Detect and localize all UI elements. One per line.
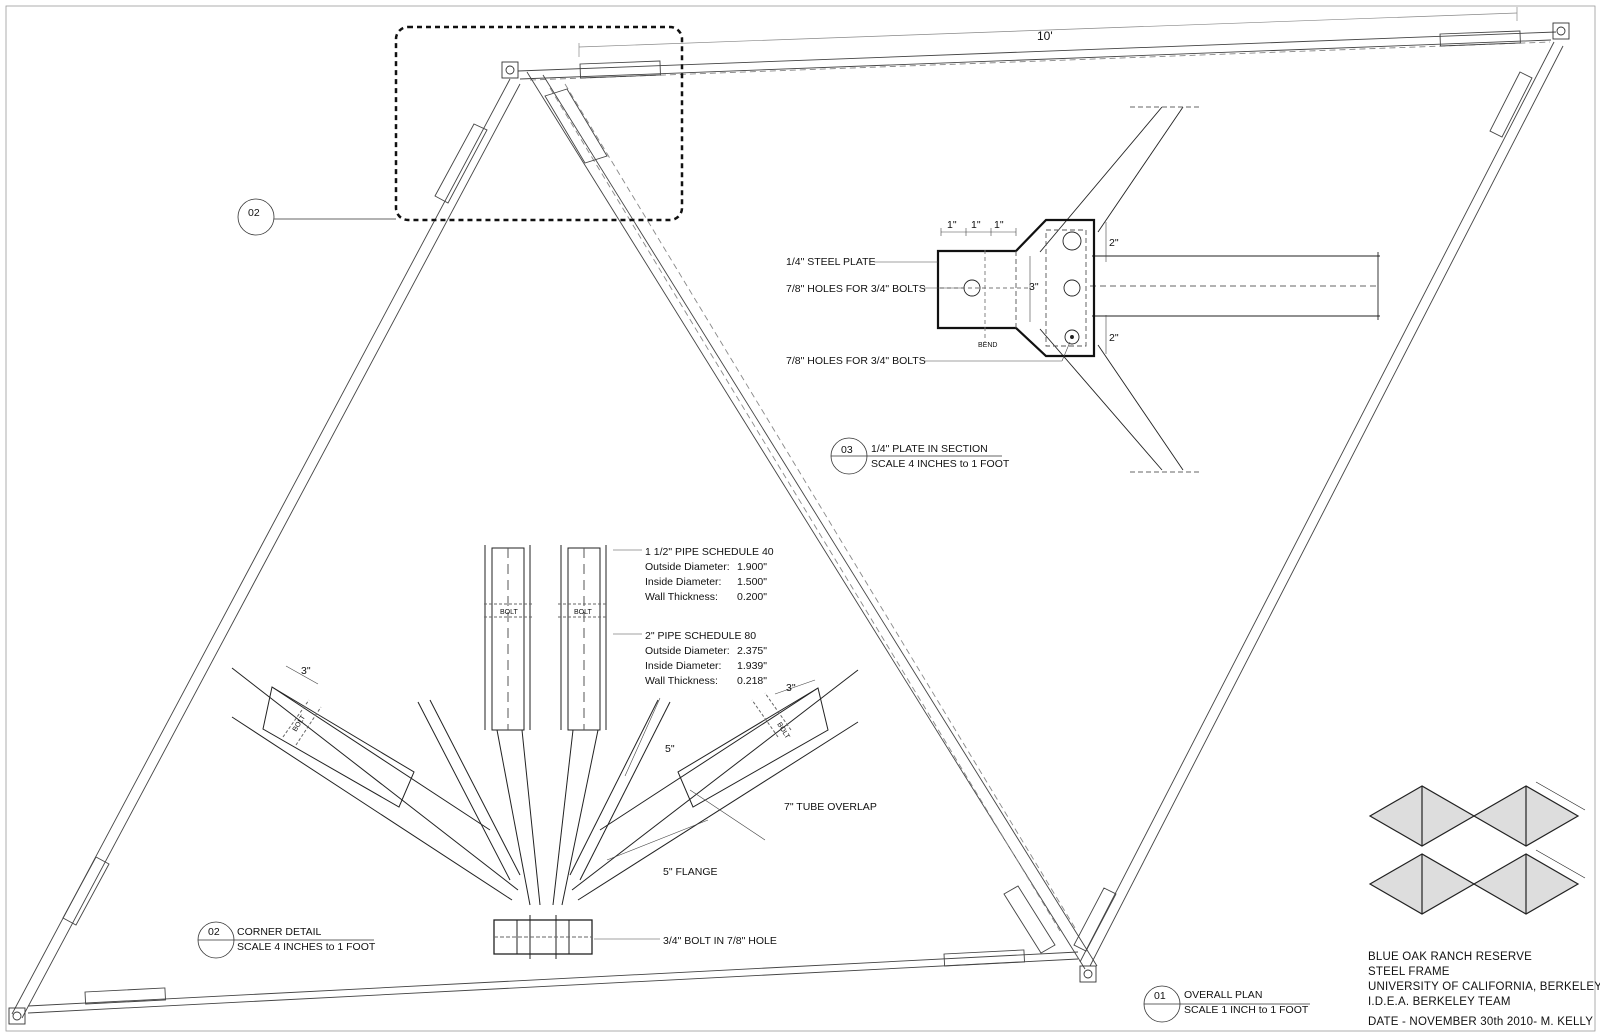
corner-detail: [231, 545, 859, 959]
pipe1-od-value: 1.900": [737, 561, 767, 573]
pipe1-id-label: Inside Diameter:: [645, 576, 721, 588]
corner-dim-right: 3": [786, 682, 796, 694]
flange-label: 5" FLANGE: [663, 866, 718, 878]
overall-dimension: [578, 7, 1518, 57]
title-block: BLUE OAK RANCH RESERVE STEEL FRAME UNIVE…: [1368, 951, 1600, 1028]
plate-dim-c: 1": [994, 219, 1004, 231]
bolt-note-label: 3/4" BOLT IN 7/8" HOLE: [663, 935, 777, 947]
pipe1-id-value: 1.500": [737, 576, 767, 588]
callout-03-title: 1/4" PLATE IN SECTION: [871, 443, 988, 455]
callout-01-title: OVERALL PLAN: [1184, 989, 1262, 1001]
plate-dim-height: 3": [1029, 281, 1039, 293]
title-line-1: BLUE OAK RANCH RESERVE: [1368, 951, 1532, 963]
plate-steel-label: 1/4" STEEL PLATE: [786, 256, 876, 268]
callout-02: 02 CORNER DETAIL SCALE 4 INCHES to 1 FOO…: [197, 921, 376, 959]
pipe2-od-value: 2.375": [737, 645, 767, 657]
pipe1-wt-label: Wall Thickness:: [645, 591, 718, 603]
callout-01-scale: SCALE 1 INCH to 1 FOOT: [1184, 1004, 1309, 1016]
pipe1-wt-value: 0.200": [737, 591, 767, 603]
plate-dim-bottom: 2": [1109, 332, 1119, 344]
sheet-border: [5, 5, 1596, 1032]
bolt-label-1: BOLT: [500, 609, 518, 616]
plate-holes-label-1: 7/8" HOLES FOR 3/4" BOLTS: [786, 283, 926, 295]
overall-plan-frame: [8, 22, 1570, 1025]
overall-dimension-label: 10': [1037, 29, 1053, 43]
detail-marker-02: 02: [237, 198, 396, 236]
steel-plate: [936, 218, 1096, 358]
pipe2-od-label: Outside Diameter:: [645, 645, 730, 657]
title-line-5: DATE - NOVEMBER 30th 2010- M. KELLY: [1368, 1016, 1593, 1028]
title-line-3: UNIVERSITY OF CALIFORNIA, BERKELEY: [1368, 981, 1600, 993]
pipe2-id-label: Inside Diameter:: [645, 660, 721, 672]
key-diagram: [1368, 781, 1586, 915]
callout-02-title: CORNER DETAIL: [237, 926, 322, 938]
callout-03-number: 03: [841, 444, 853, 456]
plate-section-detail: [874, 106, 1380, 473]
plate-dim-b: 1": [971, 219, 981, 231]
corner-dim-five: 5": [665, 743, 675, 755]
callout-02-number: 02: [208, 926, 220, 938]
top-member: [517, 30, 1557, 81]
left-member: [11, 78, 521, 1019]
detail-boundary: [394, 25, 684, 222]
callout-01: 01 OVERALL PLAN SCALE 1 INCH to 1 FOOT: [1143, 985, 1310, 1023]
pipe2-id-value: 1.939": [737, 660, 767, 672]
pipe2-wt-label: Wall Thickness:: [645, 675, 718, 687]
bottom-member: [27, 949, 1079, 1014]
pipe2-wt-value: 0.218": [737, 675, 767, 687]
callout-03-scale: SCALE 4 INCHES to 1 FOOT: [871, 458, 1010, 470]
node-bolts: [8, 22, 1570, 1025]
center-member: [526, 71, 1098, 970]
right-member: [1073, 41, 1564, 967]
plate-bend-label: BEND: [978, 342, 997, 349]
plate-dim-a: 1": [947, 219, 957, 231]
plate-holes-label-2: 7/8" HOLES FOR 3/4" BOLTS: [786, 355, 926, 367]
pipe1-od-label: Outside Diameter:: [645, 561, 730, 573]
tube-overlap-label: 7" TUBE OVERLAP: [784, 801, 877, 813]
callout-01-number: 01: [1154, 990, 1166, 1002]
pipe2-title: 2" PIPE SCHEDULE 80: [645, 630, 756, 642]
callout-03: 03 1/4" PLATE IN SECTION SCALE 4 INCHES …: [830, 437, 1010, 475]
bolt-label-2: BOLT: [574, 609, 592, 616]
corner-dim-left: 3": [301, 665, 311, 677]
detail-marker-number: 02: [248, 207, 260, 219]
title-line-2: STEEL FRAME: [1368, 966, 1450, 978]
callout-02-scale: SCALE 4 INCHES to 1 FOOT: [237, 941, 376, 953]
plate-dim-top: 2": [1109, 237, 1119, 249]
title-line-4: I.D.E.A. BERKELEY TEAM: [1368, 996, 1511, 1008]
pipe1-title: 1 1/2" PIPE SCHEDULE 40: [645, 546, 774, 558]
